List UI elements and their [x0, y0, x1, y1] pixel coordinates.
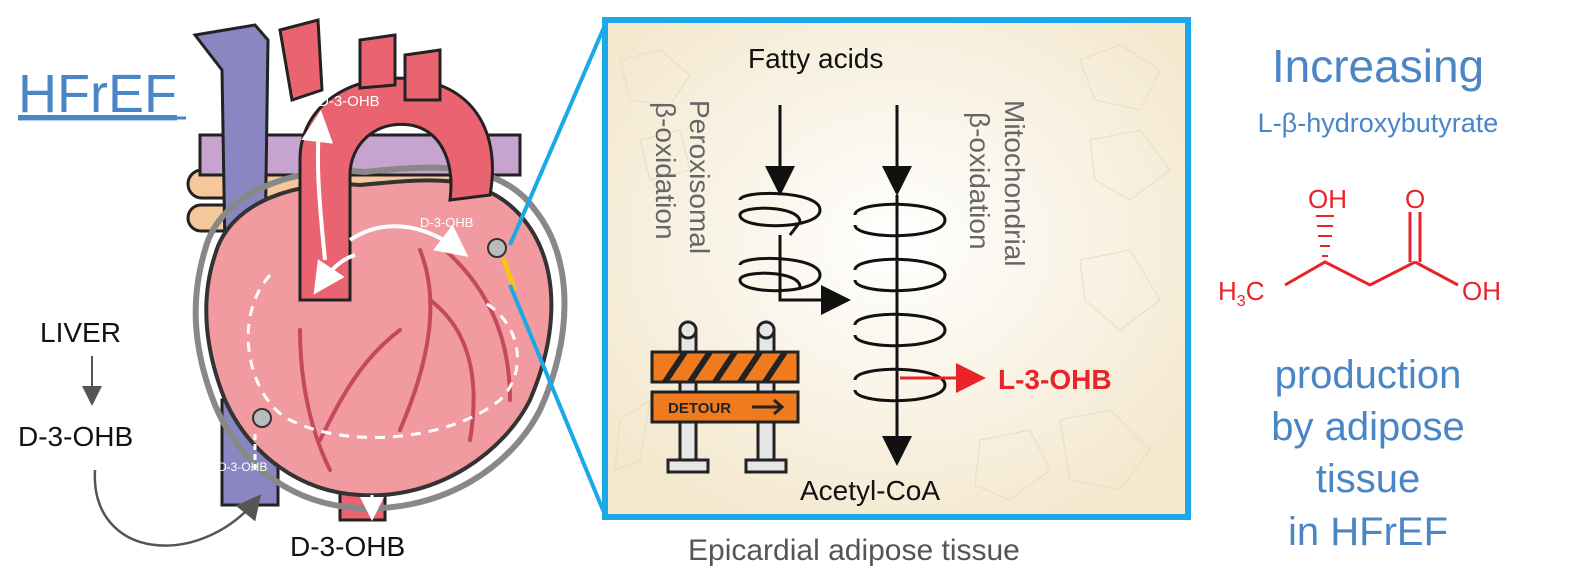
peroxisomal-beta-label: β-oxidation	[650, 102, 681, 240]
hash-wedge	[1316, 215, 1334, 257]
aortic-branch-1	[278, 18, 324, 102]
acetyl-coa-label: Acetyl-CoA	[800, 475, 940, 506]
aortic-branch-2	[358, 33, 397, 90]
aorta-flow-arrow	[301, 110, 334, 261]
h3c-label: H3C	[1218, 276, 1264, 310]
connector-stripe	[500, 257, 518, 291]
heart-body	[204, 178, 554, 498]
oh-right-label: OH	[1462, 276, 1501, 306]
outflow-label: D-3-OHB	[290, 531, 405, 562]
peroxisomal-label: Peroxisomal	[684, 100, 715, 254]
zoom-line-top	[508, 24, 607, 246]
epicardial-panel: Fatty acids Peroxisomal β-oxidation Mito…	[602, 17, 1191, 520]
cell-texture	[614, 44, 1171, 501]
l3ohb-label: L-3-OHB	[998, 364, 1112, 395]
compound-name: L-β-hydroxybutyrate	[1258, 108, 1499, 138]
hfref-title: HFrEF	[18, 64, 177, 124]
node-lower-left	[252, 408, 272, 428]
coronary-flow-arrow	[348, 224, 469, 257]
pericardium-outline	[192, 164, 568, 512]
fatty-acids-label: Fatty acids	[748, 43, 883, 74]
production-line-3: tissue	[1316, 457, 1421, 501]
coronary-label: D-3-OHB	[420, 215, 473, 230]
peroxisomal-spiral	[738, 192, 822, 293]
aortic-arch	[298, 76, 494, 302]
liver-product-label: D-3-OHB	[18, 421, 133, 452]
vein-label: D-3-OHB	[218, 460, 267, 474]
detour-barricade-icon	[650, 320, 800, 474]
peroxisomal-exit-arrow	[778, 235, 851, 315]
aorta-label: D-3-OHB	[318, 93, 380, 110]
mitochondrial-beta-label: β-oxidation	[964, 112, 995, 250]
oh-top-label: OH	[1308, 184, 1347, 214]
production-line-1: production	[1275, 353, 1462, 397]
chemical-structure	[1284, 212, 1459, 287]
aortic-branch-3	[403, 48, 442, 102]
production-line-4: in HFrEF	[1288, 510, 1448, 554]
panel-caption: Epicardial adipose tissue	[688, 534, 1020, 567]
liver-label: LIVER	[40, 317, 121, 348]
coronary-vessels	[298, 248, 512, 472]
increasing-label: Increasing	[1272, 40, 1484, 92]
mitochondrial-spiral	[853, 195, 947, 420]
o-top-label: O	[1405, 184, 1425, 214]
mitochondrial-label: Mitochondrial	[999, 100, 1030, 267]
heart-illustration: D-3-OHB D-3-OHB D-3-OHB	[186, 18, 568, 522]
node-upper-right	[487, 238, 507, 258]
circulation-loop	[246, 274, 519, 439]
detour-sign-text: DETOUR	[668, 400, 731, 417]
zoom-line-bottom	[508, 284, 607, 516]
left-flow-arrow	[313, 253, 356, 295]
liver-to-heart-arrow	[93, 469, 262, 547]
production-line-2: by adipose	[1271, 405, 1464, 449]
